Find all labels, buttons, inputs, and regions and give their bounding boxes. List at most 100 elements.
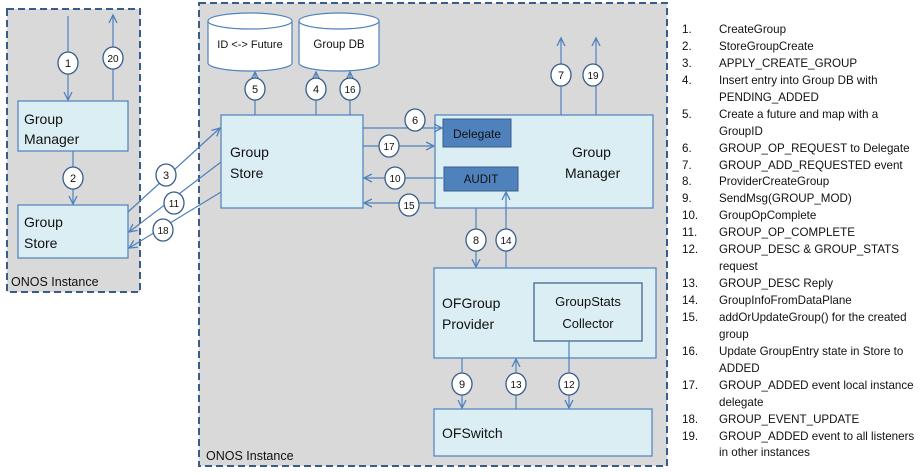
step-marker-16: 16 (339, 77, 361, 101)
group-db (298, 12, 380, 72)
legend-item: 8.ProviderCreateGroup (678, 174, 924, 191)
left-group-store-label-line2: Store (24, 235, 58, 251)
legend-item-number: 4. (682, 73, 692, 87)
legend-item-text: GROUP_ADDED event local instance delegat… (719, 378, 914, 409)
left-group-store-label-line1: Group (24, 214, 63, 230)
step-marker-label: 20 (107, 54, 119, 65)
main-group-store-box (220, 114, 364, 209)
legend-item-text: StoreGroupCreate (719, 39, 814, 53)
legend-item-number: 10. (682, 209, 699, 223)
legend-item-text: GROUP_ADDED event to all listeners in ot… (719, 429, 915, 460)
legend-item: 16. Update GroupEntry state in Store to A… (678, 344, 924, 378)
legend-item-text: ProviderCreateGroup (719, 175, 830, 189)
legend-item-text: GROUP_ADD_REQUESTED event (719, 158, 903, 172)
step-marker-label: 15 (403, 201, 415, 212)
groupstats-collector-label-line1: GroupStats (555, 294, 621, 309)
step-marker-label: 14 (500, 236, 512, 247)
step-marker-label: 18 (157, 226, 169, 237)
step-marker-4: 4 (305, 77, 327, 101)
step-marker-label: 16 (344, 85, 356, 96)
legend-item-number: 3. (682, 56, 692, 70)
step-marker-18: 18 (152, 218, 174, 242)
legend-item-number: 9. (682, 192, 692, 206)
legend-item: 4. Insert entry into Group DB with PENDIN… (678, 73, 924, 107)
legend-item-text: GROUP_DESC Reply (719, 277, 834, 291)
main-instance-label: ONOS Instance (206, 449, 294, 463)
group-db-label: Group DB (313, 39, 364, 51)
legend-item: 17. GROUP_ADDED event local instance dele… (678, 378, 924, 412)
step-marker-label: 4 (313, 84, 319, 96)
legend-item-text: SendMsg(GROUP_MOD) (719, 192, 852, 206)
step-marker-13: 13 (505, 372, 527, 396)
step-marker-label: 10 (389, 174, 401, 185)
step-marker-1: 1 (57, 51, 79, 75)
legend-item: 9. SendMsg(GROUP_MOD) (678, 191, 924, 208)
legend-item: 13. GROUP_DESC Reply (678, 276, 924, 293)
legend-item-text: Update GroupEntry state in Store to ADDE… (719, 344, 904, 375)
left-group-manager-label-line2: Manager (24, 131, 80, 147)
step-marker-label: 7 (558, 70, 564, 82)
step-marker-label: 12 (563, 380, 575, 391)
step-marker-label: 19 (587, 71, 599, 82)
step-marker-15: 15 (398, 193, 420, 217)
step-marker-label: 13 (510, 380, 522, 391)
legend-item-text: GROUP_EVENT_UPDATE (719, 412, 860, 426)
step-marker-7: 7 (550, 63, 572, 87)
step-marker-label: 1 (65, 58, 71, 70)
left-group-manager-box (17, 100, 129, 152)
step-marker-label: 11 (169, 199, 180, 210)
legend-item-text: Insert entry into Group DB with PENDING_… (719, 73, 878, 104)
legend-item-text: GroupInfoFromDataPlane (719, 294, 852, 308)
legend-item-number: 16. (682, 344, 699, 358)
legend-item-text: CreateGroup (719, 23, 787, 36)
legend-item: 19. GROUP_ADDED event to all listeners in… (678, 429, 924, 463)
legend-item-text: GroupOpComplete (719, 209, 817, 223)
legend-item-number: 15. (682, 311, 699, 325)
left-instance-label: ONOS Instance (11, 275, 99, 289)
ofgroup-provider-label-line1: OFGroup (442, 295, 501, 311)
legend-item: 6. GROUP_OP_REQUEST to Delegate (678, 141, 924, 158)
main-group-manager-label-line2: Manager (565, 165, 621, 181)
step-marker-11: 11 (163, 191, 185, 215)
legend-item: 12. GROUP_DESC & GROUP_STATS request (678, 242, 924, 276)
legend-item: 10. GroupOpComplete (678, 208, 924, 225)
step-marker-6: 6 (404, 108, 426, 132)
step-marker-9: 9 (451, 372, 473, 396)
step-marker-label: 17 (383, 142, 395, 153)
legend-item-text: Create a future and map with a GroupID (719, 107, 879, 138)
step-marker-label: 2 (70, 173, 76, 185)
future-map-db-label: ID <-> Future (217, 39, 282, 51)
legend-item-number: 19. (682, 429, 699, 443)
delegate-label: Delegate (453, 127, 501, 141)
legend-item-number: 14. (682, 294, 699, 308)
groupstats-collector-box (533, 282, 643, 342)
legend-item-number: 17. (682, 378, 699, 392)
left-group-manager-label-line1: Group (24, 111, 63, 127)
legend-item: 5. Create a future and map with a GroupID (678, 107, 924, 141)
legend-item-number: 5. (682, 107, 692, 121)
step-marker-19: 19 (582, 63, 604, 87)
legend-item: 14. GroupInfoFromDataPlane (678, 293, 924, 310)
legend-item-number: 11. (682, 226, 698, 240)
legend-item-number: 13. (682, 277, 699, 291)
step-marker-14: 14 (495, 228, 517, 252)
legend-item-number: 12. (682, 243, 699, 257)
step-marker-5: 5 (244, 77, 266, 101)
legend-item: 1.CreateGroup (678, 22, 924, 39)
legend-item-text: GROUP_OP_COMPLETE (719, 226, 855, 240)
legend-item-text: GROUP_OP_REQUEST to Delegate (719, 141, 910, 155)
step-marker-20: 20 (102, 46, 124, 70)
main-group-manager-label-line1: Group (572, 144, 611, 160)
arrow-18 (129, 191, 222, 248)
step-marker-8: 8 (465, 228, 487, 252)
step-marker-3: 3 (155, 163, 177, 187)
step-marker-12: 12 (558, 372, 580, 396)
legend-item: 18.GROUP_EVENT_UPDATE (678, 412, 924, 429)
legend-item-text: GROUP_DESC & GROUP_STATS request (719, 243, 899, 274)
legend-item: 3.APPLY_CREATE_GROUP (678, 56, 924, 73)
legend-item-number: 6. (682, 141, 692, 155)
ofswitch-label: OFSwitch (442, 425, 503, 441)
